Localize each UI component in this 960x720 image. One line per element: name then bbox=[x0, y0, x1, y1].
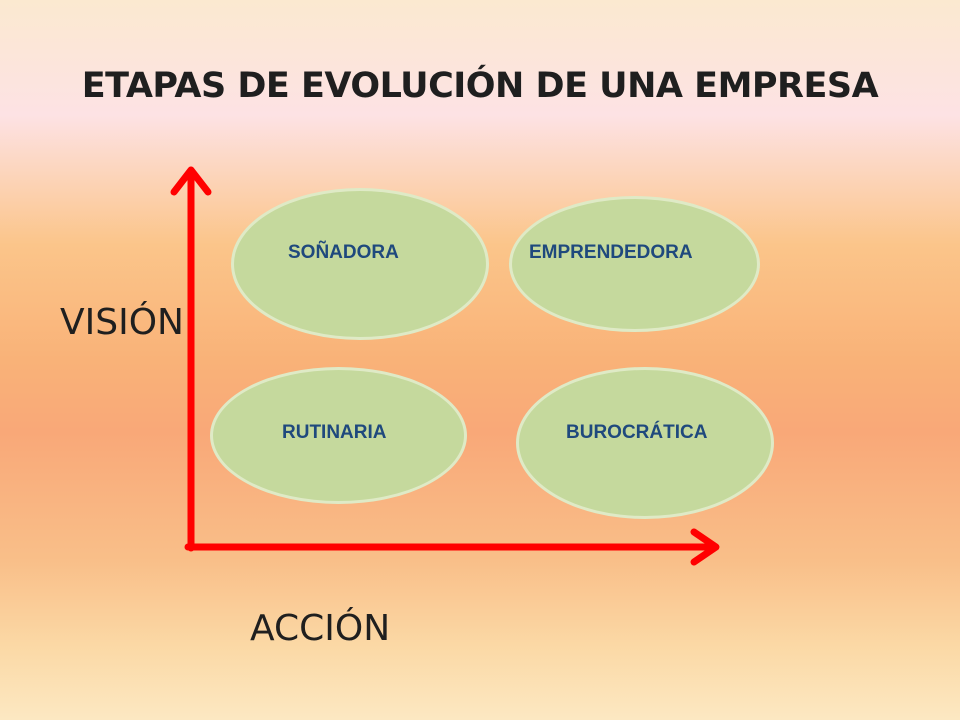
stage-label-burocratica: BUROCRÁTICA bbox=[566, 422, 708, 443]
stage-ellipse-rutinaria bbox=[210, 367, 467, 504]
y-axis-arrow bbox=[170, 166, 212, 552]
y-axis-label: VISIÓN bbox=[60, 302, 184, 343]
stage-label-emprendedora: EMPRENDEDORA bbox=[529, 242, 693, 263]
stage-ellipse-burocratica bbox=[516, 367, 774, 519]
stage-label-rutinaria: RUTINARIA bbox=[282, 422, 387, 443]
stage-ellipse-emprendedora bbox=[509, 196, 760, 332]
x-axis-label: ACCIÓN bbox=[250, 608, 391, 649]
stage-ellipse-sonadora bbox=[231, 188, 489, 340]
slide-title: ETAPAS DE EVOLUCIÓN DE UNA EMPRESA bbox=[81, 66, 879, 106]
stage-label-sonadora: SOÑADORA bbox=[288, 242, 399, 263]
x-axis-arrow bbox=[184, 528, 720, 566]
